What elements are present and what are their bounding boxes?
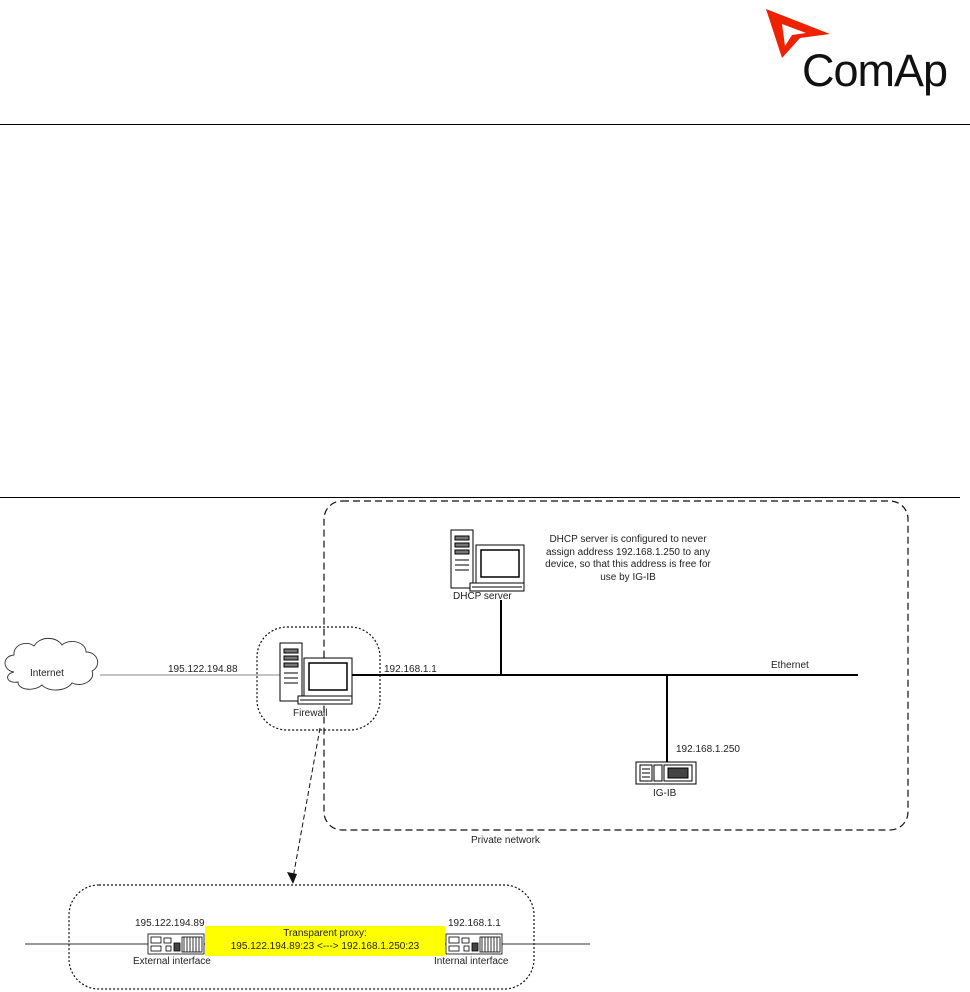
external-interface-label: External interface <box>133 956 211 967</box>
gateway-ip-label: 192.168.1.1 <box>384 664 437 675</box>
igib-device-icon <box>635 761 697 785</box>
igib-label: IG-IB <box>653 788 677 799</box>
dhcp-note: DHCP server is configured to never assig… <box>528 534 728 584</box>
proxy-mapping: 195.122.194.89:23 <---> 192.168.1.250:23 <box>230 941 420 952</box>
proxy-title: Transparent proxy: <box>283 928 367 939</box>
transparent-proxy-box <box>205 926 445 956</box>
dhcp-server-label: DHCP server <box>453 591 512 602</box>
private-network-label: Private network <box>471 835 540 846</box>
dhcp-note-line: assign address 192.168.1.250 to any <box>545 546 710 558</box>
detail-arrow-head <box>287 872 297 884</box>
external-interface-icon <box>147 933 205 955</box>
external-ip-label: 195.122.194.89 <box>135 918 205 929</box>
dhcp-server-icon <box>450 529 525 592</box>
internet-cloud-icon <box>4 637 99 691</box>
internet-label: Internet <box>30 668 64 679</box>
igib-ip-label: 192.168.1.250 <box>676 744 740 755</box>
dhcp-note-line: use by IG-IB <box>600 571 656 583</box>
wan-ip-label: 195.122.194.88 <box>168 664 238 675</box>
internal-ip-label: 192.168.1.1 <box>448 918 501 929</box>
header-divider <box>0 124 970 125</box>
proxy-detail-boundary <box>68 884 535 990</box>
logo-text: ComAp <box>802 45 948 96</box>
firewall-label: Firewall <box>293 708 328 719</box>
detail-arrow-line <box>292 727 321 879</box>
internal-interface-icon <box>445 933 503 955</box>
ethernet-label: Ethernet <box>771 660 809 671</box>
dhcp-note-line: device, so that this address is free for <box>545 559 711 570</box>
firewall-computer-icon <box>279 642 353 705</box>
figure-top-rule <box>0 497 960 498</box>
internal-interface-label: Internal interface <box>434 956 509 967</box>
comap-logo-icon <box>766 9 830 58</box>
dhcp-note-line: DHCP server is configured to never <box>549 534 707 545</box>
